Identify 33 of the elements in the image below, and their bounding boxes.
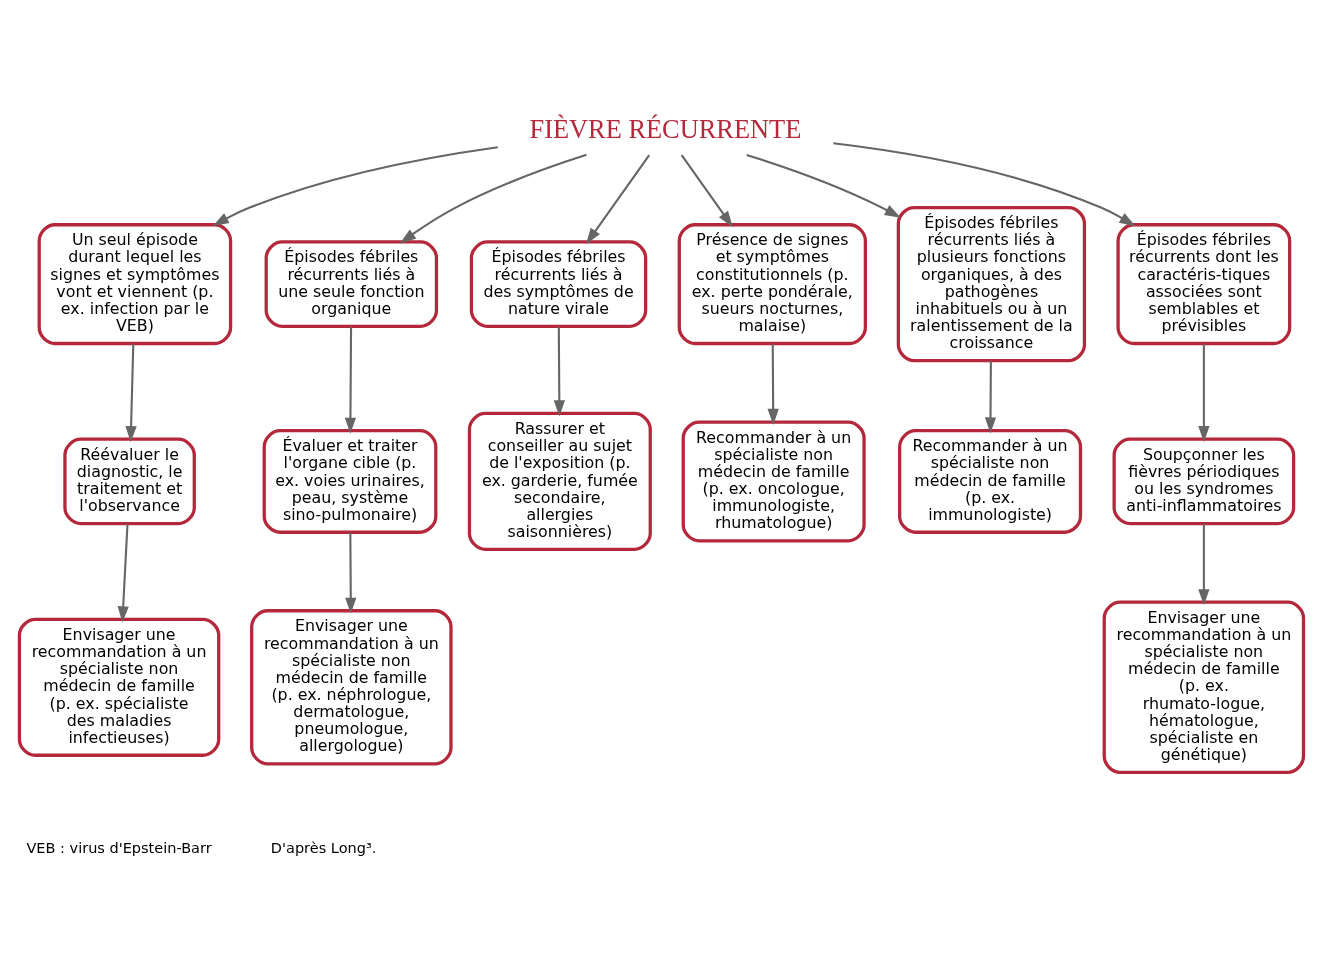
arrow: [345, 532, 357, 614]
label: D'après Long³.: [270, 839, 377, 856]
label: VEB : virus d'Epstein-Barr: [26, 839, 212, 856]
arrow: [586, 154, 651, 245]
arrow: [344, 326, 357, 434]
arrow: [680, 154, 733, 228]
node-box: Épisodes fébriles récurrents dont les caractéris-tiques associées sont semblables et prévisibles: [1116, 223, 1292, 346]
node-box: Épisodes fébriles récurrents liés à des symptômes de nature virale: [469, 240, 648, 328]
arrow: [767, 343, 779, 425]
arrow: [746, 153, 901, 218]
node-box: Un seul épisode durant lequel les signes et symptômes vont et viennent (p. ex. infection par le VEB): [37, 223, 233, 346]
arrow: [553, 326, 565, 417]
node-box: Envisager une recommandation à un spécialiste non médecin de famille (p. ex. spécialiste des maladies infectieuses): [17, 617, 221, 757]
arrow: [1198, 343, 1210, 443]
arrow: [1198, 523, 1210, 606]
node-box: Envisager une recommandation à un spécialiste non médecin de famille (p. ex. néphrologue, dermatologue, pneumologue, allergologue): [250, 609, 453, 766]
arrow: [117, 523, 129, 623]
node-box: Épisodes fébriles récurrents liés à une seule fonction organique: [264, 240, 439, 328]
node-box: Rassurer et conseiller au sujet de l'exposition (p. ex. garderie, fumée secondaire, allergies saisonnières): [467, 411, 652, 552]
node-box: Recommander à un spécialiste non médecin de famille (p. ex. oncologue, immunologiste, rhumatologue): [681, 420, 866, 543]
arrow: [212, 146, 498, 226]
node-box: Recommander à un spécialiste non médecin de famille (p. ex. immunologiste): [898, 428, 1083, 534]
node-box: Présence de signes et symptômes constitutionnels (p. ex. perte pondérale, sueurs nocturnes, malaise): [677, 223, 867, 346]
arrow: [399, 153, 587, 244]
node-box: Réévaluer le diagnostic, le traitement et l'observance: [63, 437, 196, 526]
node-text: FIÈVRE RÉCURRENTE: [529, 113, 802, 144]
arrow: [984, 360, 997, 434]
arrow: [833, 142, 1136, 227]
arrow: [125, 343, 137, 443]
node-box: Soupçonner les fièvres périodiques ou les syndromes anti-inflammatoires: [1112, 437, 1296, 526]
node-box: Envisager une recommandation à un spécialiste non médecin de famille (p. ex. rhumato-logue, hématologue, spécialiste en génétique): [1102, 600, 1306, 775]
node-box: Épisodes fébriles récurrents liés à plusieurs fonctions organiques, à des pathogènes inhabituels ou à un ralentissement de la croissance: [896, 205, 1087, 363]
node-box: Évaluer et traiter l'organe cible (p. ex. voies urinaires, peau, système sino-pulmonaire): [262, 428, 438, 534]
